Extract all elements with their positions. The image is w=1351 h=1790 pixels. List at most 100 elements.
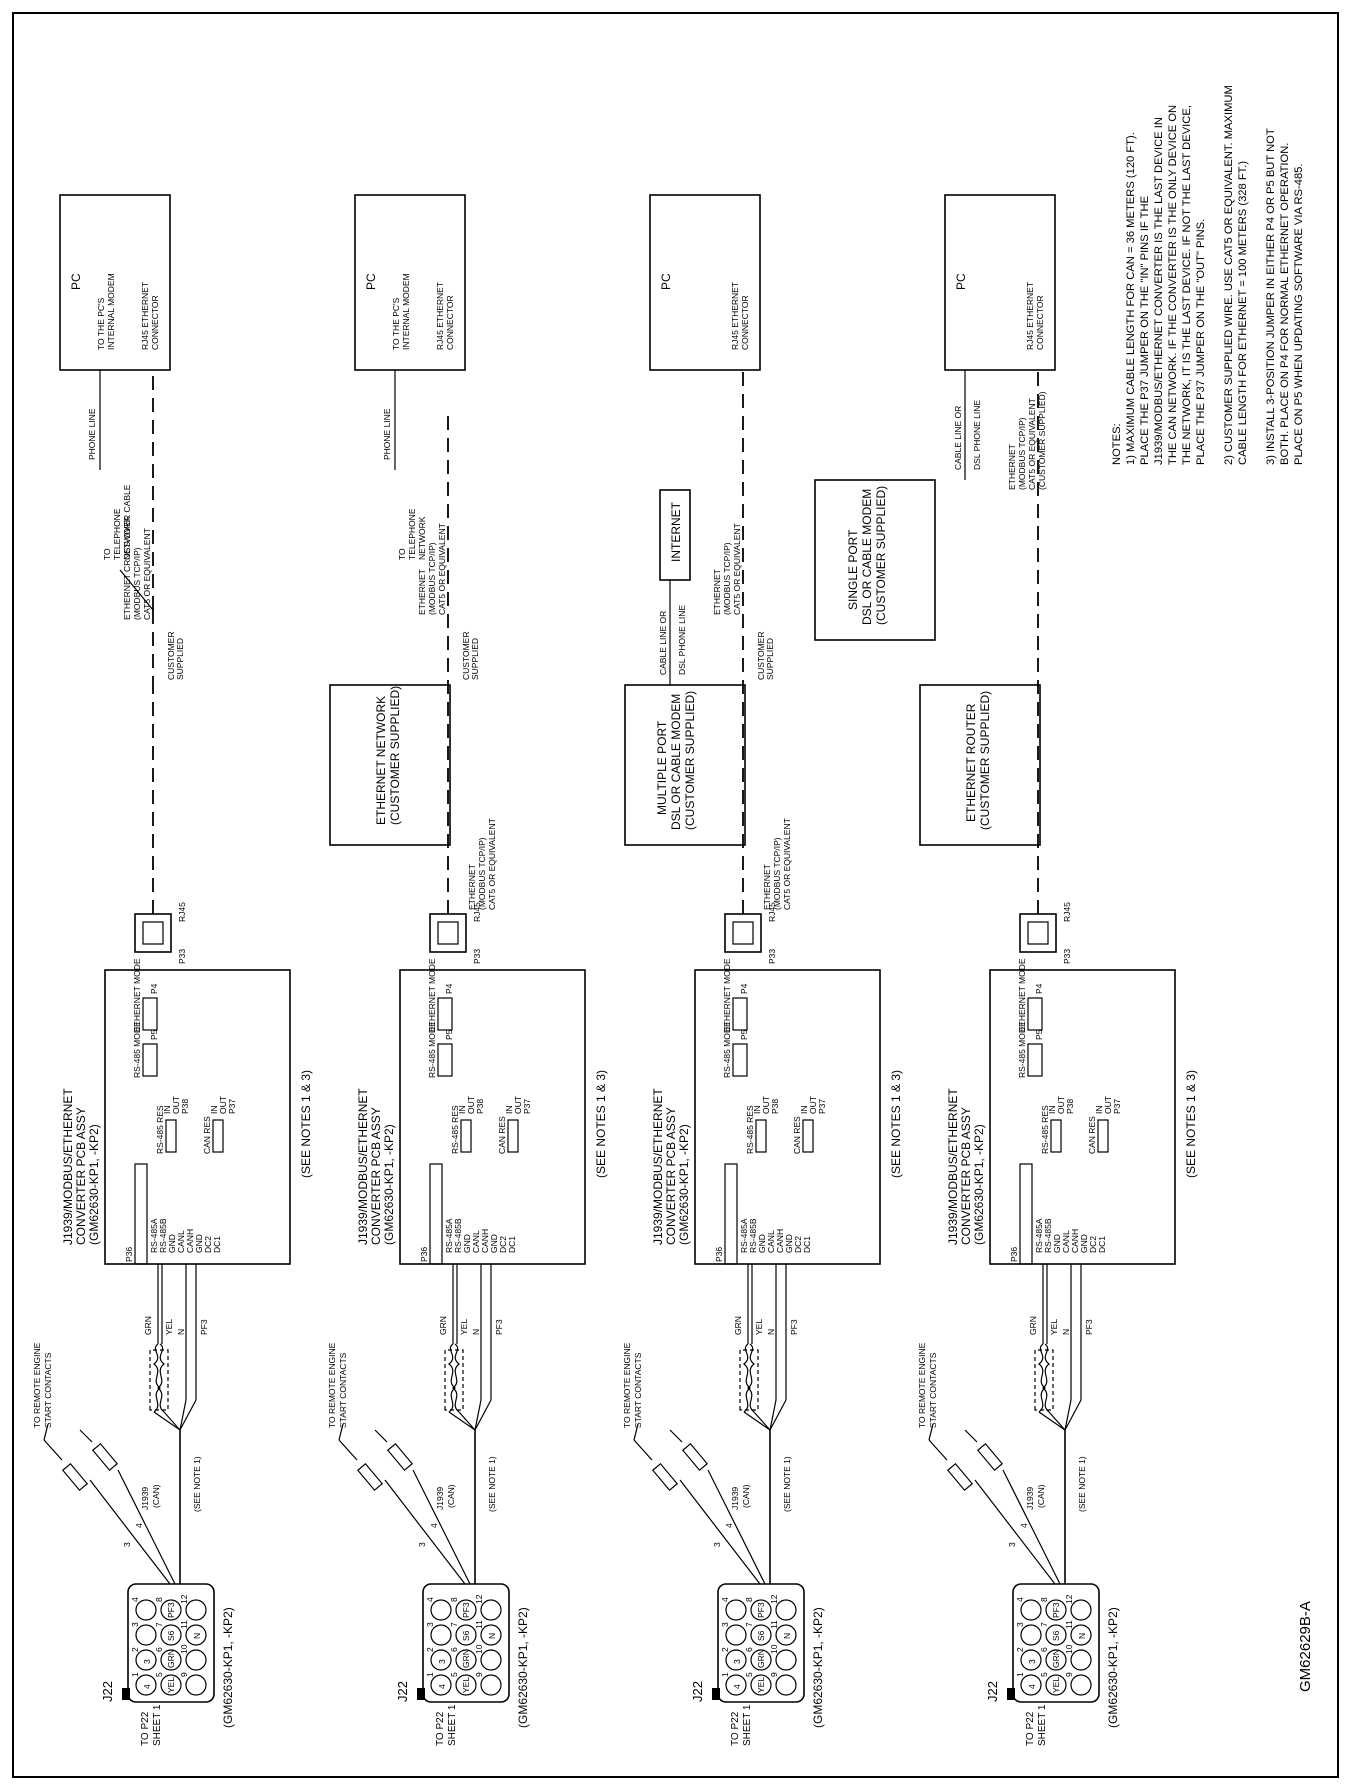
- d1-telephone-1: TO: [102, 548, 112, 560]
- pin-p4: 4: [130, 1597, 140, 1602]
- wire-yel: YEL: [1049, 1319, 1059, 1335]
- p36-label: P36: [419, 1247, 429, 1262]
- notes-block: NOTES: 1) MAXIMUM CABLE LENGTH FOR CAN =…: [1111, 85, 1305, 465]
- connector-part-number: (GM62630-KP1, -KP2): [811, 1607, 825, 1728]
- d3-customer-1: CUSTOMER: [756, 632, 766, 681]
- converter-title-2: CONVERTER PCB ASSY: [959, 1107, 973, 1245]
- pin-p12: 12: [474, 1594, 484, 1604]
- converter-title-3: (GM62630-KP1, -KP2): [382, 1124, 396, 1245]
- p37-out: OUT: [513, 1096, 523, 1114]
- remote-start-line2: START CONTACTS: [338, 1352, 348, 1428]
- connector-name: J22: [395, 1681, 410, 1702]
- term-dc2: DC2: [793, 1236, 803, 1253]
- ethernet-mode-label: ETHERNET MODE: [132, 958, 142, 1032]
- rs485-mode-label: RS-485 MODE: [722, 1021, 732, 1078]
- see-notes-1-3: (SEE NOTES 1 & 3): [889, 1070, 903, 1178]
- d4-ethernet-4: (CUSTOMER SUPPLIED): [1037, 391, 1047, 490]
- d2-rj45-1: RJ45 ETHERNET: [435, 282, 445, 350]
- d3-cable-line-1: CABLE LINE OR: [658, 611, 668, 675]
- j22-connector: 4 YEL 3 GRN S6 N PF3 1 2 3 4 5 6 7 8 9 1…: [395, 1583, 530, 1746]
- pin-p8: 8: [449, 1597, 459, 1602]
- notes-line-6: PLACE THE P37 JUMPER ON THE "OUT" PINS.: [1195, 219, 1207, 465]
- diagram-4-router: 4 YEL 3 GRN S6 N PF3 1 2 3 4 5 6 7 8 9 1…: [814, 194, 1198, 1746]
- d1-pc-modem-2: INTERNAL MODEM: [106, 273, 116, 350]
- d1-phone-line: PHONE LINE: [87, 408, 97, 460]
- j1939-line2: (CAN): [741, 1484, 751, 1508]
- d4-modem-box: [814, 479, 936, 641]
- pin-p3: 3: [130, 1622, 140, 1627]
- diagram-1-direct-crossover: 4 YEL 3 GRN S6 N PF3 1 2 3 4 5 6 7 8 9 1…: [32, 194, 313, 1746]
- d2-ethernet-2: (MODBUS TCP/IP): [427, 542, 437, 615]
- see-notes-1-3: (SEE NOTES 1 & 3): [299, 1070, 313, 1178]
- p37-label: P37: [1112, 1099, 1122, 1114]
- d3-ethernet-1: ETHERNET: [712, 569, 722, 615]
- pin-p10: 10: [1064, 1644, 1074, 1654]
- term-gnd2: GND: [784, 1234, 794, 1253]
- d1-telephone-2: TELEPHONE: [112, 508, 122, 560]
- rs485-res-label: RS-485 RES: [155, 1105, 165, 1154]
- d2-rj45-2: CONNECTOR: [445, 295, 455, 350]
- converter-title-3: (GM62630-KP1, -KP2): [87, 1124, 101, 1245]
- p37-in: IN: [504, 1106, 514, 1115]
- see-note1: (SEE NOTE 1): [1077, 1456, 1087, 1512]
- d1-crossover-2: (MODBUS TCP/IP): [132, 547, 142, 620]
- d2-pc-modem-2: INTERNAL MODEM: [401, 273, 411, 350]
- rs485-mode-label: RS-485 MODE: [427, 1021, 437, 1078]
- d1-rj45-2: CONNECTOR: [150, 295, 160, 350]
- diagram-3-multiport-modem: 4 YEL 3 GRN S6 N PF3 1 2 3 4 5 6 7 8 9 1…: [622, 194, 903, 1746]
- j1939-line2: (CAN): [1036, 1484, 1046, 1508]
- p33-label: P33: [472, 949, 482, 964]
- d4-router-box: [919, 684, 1041, 846]
- converter-title-1: J1939/MODBUS/ETHERNET: [946, 1088, 960, 1245]
- d2-pc-modem-1: TO THE PC'S: [391, 297, 401, 350]
- d3-ethernet-2: (MODBUS TCP/IP): [722, 542, 732, 615]
- d3-modem-2: DSL OR CABLE MODEM: [669, 694, 683, 830]
- d1-customer-line1: CUSTOMER: [166, 632, 176, 681]
- drawing-border: [12, 12, 1339, 1778]
- d3-tcp-1: ETHERNET: [762, 864, 772, 910]
- p38-out: OUT: [466, 1096, 476, 1114]
- p38-in: IN: [752, 1106, 762, 1115]
- pin-p3: 3: [720, 1622, 730, 1627]
- converter-title-2: CONVERTER PCB ASSY: [664, 1107, 678, 1245]
- pin-c3: 3: [437, 1659, 447, 1664]
- term-canl: CANL: [1061, 1230, 1071, 1253]
- p38-in: IN: [162, 1106, 172, 1115]
- ethernet-mode-label: ETHERNET MODE: [722, 958, 732, 1032]
- remote-start-line2: START CONTACTS: [928, 1352, 938, 1428]
- to-p22-line1: TO P22: [435, 1711, 446, 1746]
- converter-pcb: J1939/MODBUS/ETHERNET CONVERTER PCB ASSY…: [651, 902, 903, 1265]
- term-gnd1: GND: [757, 1234, 767, 1253]
- remote-start-line1: TO REMOTE ENGINE: [327, 1342, 337, 1428]
- p36-label: P36: [714, 1247, 724, 1262]
- term-rs485b: RS-485B: [1043, 1218, 1053, 1253]
- term-dc1: DC1: [802, 1236, 812, 1253]
- converter-title-1: J1939/MODBUS/ETHERNET: [61, 1088, 75, 1245]
- rs485-res-label: RS-485 RES: [745, 1105, 755, 1154]
- to-p22-line1: TO P22: [140, 1711, 151, 1746]
- wire-grn: GRN: [1028, 1316, 1038, 1335]
- pin-cpf3: PF3: [461, 1602, 471, 1618]
- d4-cable-line-1: CABLE LINE OR: [953, 406, 963, 470]
- to-p22-line1: TO P22: [730, 1711, 741, 1746]
- wire-n: N: [766, 1329, 776, 1335]
- d3-customer-2: SUPPLIED: [765, 638, 775, 680]
- term-rs485a: RS-485A: [149, 1218, 159, 1253]
- pin-cpf3: PF3: [1051, 1602, 1061, 1618]
- pin-c3: 3: [1027, 1659, 1037, 1664]
- remote-start-line2: START CONTACTS: [633, 1352, 643, 1428]
- p5-label: P5: [444, 1029, 454, 1040]
- d2-customer-2: SUPPLIED: [470, 638, 480, 680]
- p37-in: IN: [1094, 1106, 1104, 1115]
- pin-p9: 9: [769, 1672, 779, 1677]
- remote-start-line1: TO REMOTE ENGINE: [917, 1342, 927, 1428]
- see-notes-1-3: (SEE NOTES 1 & 3): [594, 1070, 608, 1178]
- p33-label: P33: [177, 949, 187, 964]
- d1-pc-modem-1: TO THE PC'S: [96, 297, 106, 350]
- can-res-label: CAN RES: [792, 1116, 802, 1154]
- p37-label: P37: [227, 1099, 237, 1114]
- pin-cs6: S6: [756, 1630, 766, 1641]
- to-p22-line2: SHEET 1: [742, 1704, 753, 1746]
- pin-p5: 5: [449, 1672, 459, 1677]
